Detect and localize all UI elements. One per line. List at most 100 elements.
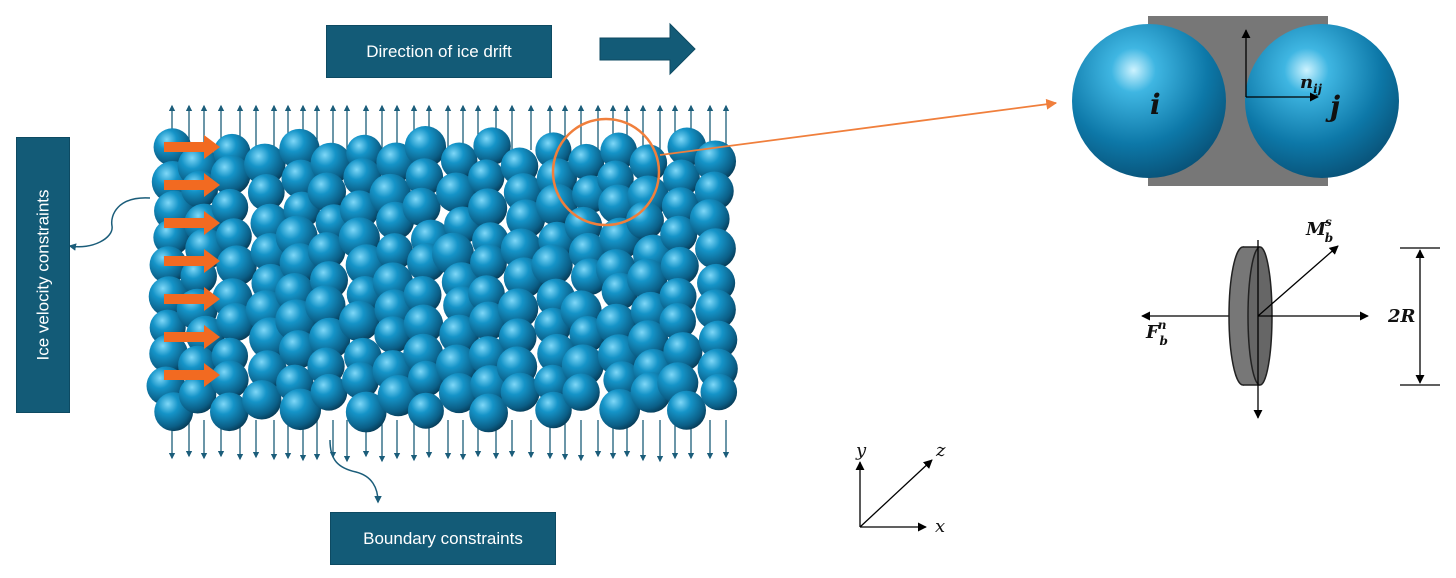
ice-particle bbox=[600, 132, 638, 170]
ice-particle bbox=[407, 392, 444, 429]
ice-particle bbox=[405, 158, 444, 196]
ice-particle bbox=[694, 140, 737, 182]
ice-particle bbox=[376, 233, 413, 270]
particle-i-label: i bbox=[1150, 88, 1161, 121]
velocity-constraint-arrows bbox=[164, 135, 220, 387]
ice-particle bbox=[535, 391, 572, 429]
ice-particle bbox=[562, 373, 600, 411]
right-arrow-icon bbox=[599, 22, 696, 76]
ice-particle bbox=[244, 143, 286, 186]
y-axis-label: y bbox=[855, 440, 867, 461]
boundary-constraints-label: Boundary constraints bbox=[330, 512, 556, 565]
ice-particle bbox=[568, 143, 605, 180]
velocity-callout-curve bbox=[68, 197, 151, 251]
ice-particle bbox=[500, 372, 540, 412]
z-axis-label: z bbox=[935, 440, 946, 461]
ice-particle bbox=[626, 201, 664, 240]
ice-particle bbox=[307, 172, 347, 212]
ice-particle bbox=[216, 303, 255, 342]
ice-particle bbox=[599, 389, 641, 430]
velocity-push-arrow bbox=[164, 363, 220, 387]
ice-particle bbox=[660, 246, 699, 285]
ice-particle bbox=[438, 373, 480, 414]
ice-particle bbox=[535, 183, 578, 226]
ice-particle bbox=[468, 275, 505, 312]
ice-particle bbox=[342, 362, 379, 400]
ice-particle bbox=[209, 392, 249, 432]
velocity-push-arrow bbox=[164, 173, 220, 197]
boundary-constraints-text: Boundary constraints bbox=[363, 528, 523, 548]
velocity-push-arrow bbox=[164, 135, 220, 159]
ice-particle bbox=[626, 258, 668, 299]
ice-particle bbox=[403, 304, 444, 344]
ice-particle bbox=[663, 332, 703, 372]
ice-particle bbox=[305, 285, 346, 326]
ice-particle bbox=[439, 314, 480, 355]
ice-particle bbox=[404, 126, 447, 168]
boundary-constraint-arrows bbox=[168, 104, 730, 463]
velocity-constraints-label: Ice velocity constraints bbox=[16, 137, 70, 413]
ice-particle bbox=[338, 300, 380, 342]
ice-particle bbox=[279, 388, 322, 431]
ice-particle bbox=[216, 245, 257, 286]
velocity-push-arrow bbox=[164, 287, 220, 311]
ice-particle bbox=[666, 390, 707, 430]
zoom-leader-line bbox=[659, 98, 1058, 156]
velocity-push-arrow bbox=[164, 325, 220, 349]
moment-arrow bbox=[1257, 245, 1339, 317]
ice-particle bbox=[377, 375, 419, 417]
ice-particle bbox=[339, 190, 379, 230]
ice-particle bbox=[436, 172, 477, 213]
particle-j bbox=[1245, 24, 1399, 178]
drift-direction-text: Direction of ice drift bbox=[366, 41, 512, 61]
ice-particle bbox=[307, 232, 346, 270]
ice-particle bbox=[531, 244, 573, 286]
particle-i bbox=[1072, 24, 1226, 178]
ice-particle bbox=[153, 219, 190, 256]
velocity-push-arrow bbox=[164, 211, 220, 235]
ice-particle bbox=[440, 142, 478, 180]
velocity-push-arrow bbox=[164, 249, 220, 273]
ice-particle bbox=[403, 275, 442, 314]
ice-particle bbox=[242, 380, 282, 420]
ice-particle bbox=[498, 318, 537, 357]
ice-particle bbox=[345, 391, 387, 433]
ice-particle bbox=[700, 373, 738, 411]
z-axis-arrow bbox=[859, 459, 933, 528]
ice-particle-field bbox=[146, 126, 738, 433]
ice-particle bbox=[211, 188, 249, 226]
ice-particle bbox=[695, 289, 736, 330]
ice-particle bbox=[596, 303, 637, 345]
ice-particle bbox=[210, 155, 251, 195]
ice-particle bbox=[662, 159, 700, 197]
ice-particle bbox=[402, 187, 441, 226]
ice-particle bbox=[469, 393, 508, 433]
ice-particle bbox=[278, 330, 318, 369]
ice-particle bbox=[659, 303, 696, 340]
ice-particle bbox=[279, 128, 320, 170]
ice-particle bbox=[695, 228, 736, 269]
diameter-label: 2R bbox=[1387, 306, 1416, 327]
ice-particle bbox=[374, 316, 412, 354]
ice-particle bbox=[497, 288, 539, 329]
boundary-callout-curve bbox=[329, 439, 382, 504]
ice-particle bbox=[310, 142, 352, 184]
ice-particle bbox=[215, 218, 252, 255]
contact-highlight-circle bbox=[551, 117, 661, 227]
ice-particle bbox=[470, 244, 507, 282]
velocity-constraints-text: Ice velocity constraints bbox=[33, 189, 53, 361]
ice-particle bbox=[534, 364, 571, 402]
ice-particle bbox=[698, 320, 738, 359]
ice-particle bbox=[310, 373, 348, 411]
drift-direction-label: Direction of ice drift bbox=[326, 25, 552, 78]
ice-particle bbox=[506, 199, 546, 239]
ice-particle bbox=[473, 127, 511, 165]
ice-particle bbox=[308, 317, 351, 360]
normal-label: nij bbox=[1300, 72, 1323, 96]
ice-particle bbox=[247, 174, 285, 211]
ice-particle bbox=[468, 159, 505, 196]
ice-particle bbox=[468, 188, 508, 228]
